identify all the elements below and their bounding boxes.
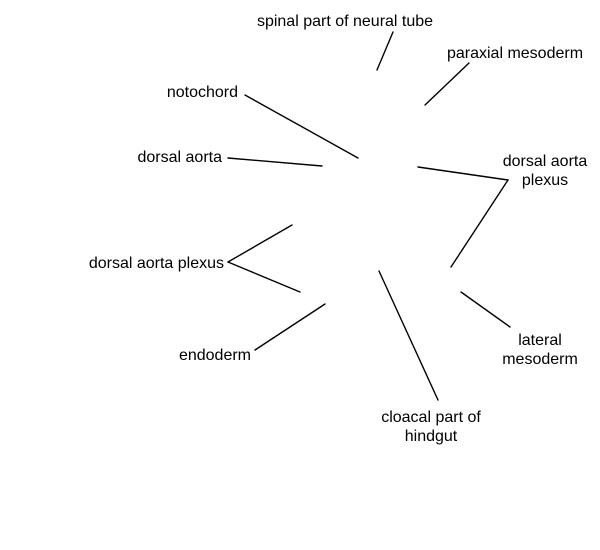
leader-dorsal-aorta (227, 157, 323, 167)
label-line: plexus (521, 172, 569, 189)
label-line: dorsal aorta (137, 149, 223, 166)
label-line: hindgut (404, 428, 458, 445)
label-endoderm: endoderm (179, 346, 251, 365)
label-line: spinal part of neural tube (256, 13, 434, 30)
label-line: dorsal aorta plexus (88, 255, 224, 272)
label-paraxial-mesoderm: paraxial mesoderm (447, 44, 583, 63)
leader-cloacal-part-of-hindgut (378, 270, 439, 401)
leader-dorsal-aorta-plexus-right-upper (417, 166, 509, 181)
leader-endoderm (254, 303, 326, 351)
label-line: cloacal part of (381, 409, 481, 426)
leader-notochord (244, 94, 359, 159)
label-line: endoderm (178, 347, 251, 364)
label-dorsal-aorta-plexus-right: dorsal aorta plexus (503, 152, 588, 190)
leader-spinal-part-of-neural-tube (376, 31, 394, 71)
label-line: paraxial mesoderm (446, 45, 584, 62)
label-line: dorsal aorta (502, 153, 588, 170)
label-line: notochord (166, 84, 238, 101)
leader-dorsal-aorta-plexus-right-lower (450, 179, 509, 268)
leader-dorsal-aorta-plexus-left-lower (227, 261, 301, 293)
label-line: lateral (518, 332, 562, 349)
label-cloacal-part-of-hindgut: cloacal part of hindgut (381, 408, 481, 446)
leader-paraxial-mesoderm (424, 62, 470, 106)
label-dorsal-aorta-plexus-left: dorsal aorta plexus (89, 254, 224, 273)
label-lateral-mesoderm: lateral mesoderm (502, 331, 578, 369)
leader-dorsal-aorta-plexus-left-upper (227, 224, 293, 263)
label-line: mesoderm (502, 351, 578, 368)
label-notochord: notochord (167, 83, 238, 102)
label-spinal-part-of-neural-tube: spinal part of neural tube (257, 12, 433, 31)
leader-lateral-mesoderm (460, 291, 511, 328)
label-dorsal-aorta: dorsal aorta (138, 148, 223, 167)
